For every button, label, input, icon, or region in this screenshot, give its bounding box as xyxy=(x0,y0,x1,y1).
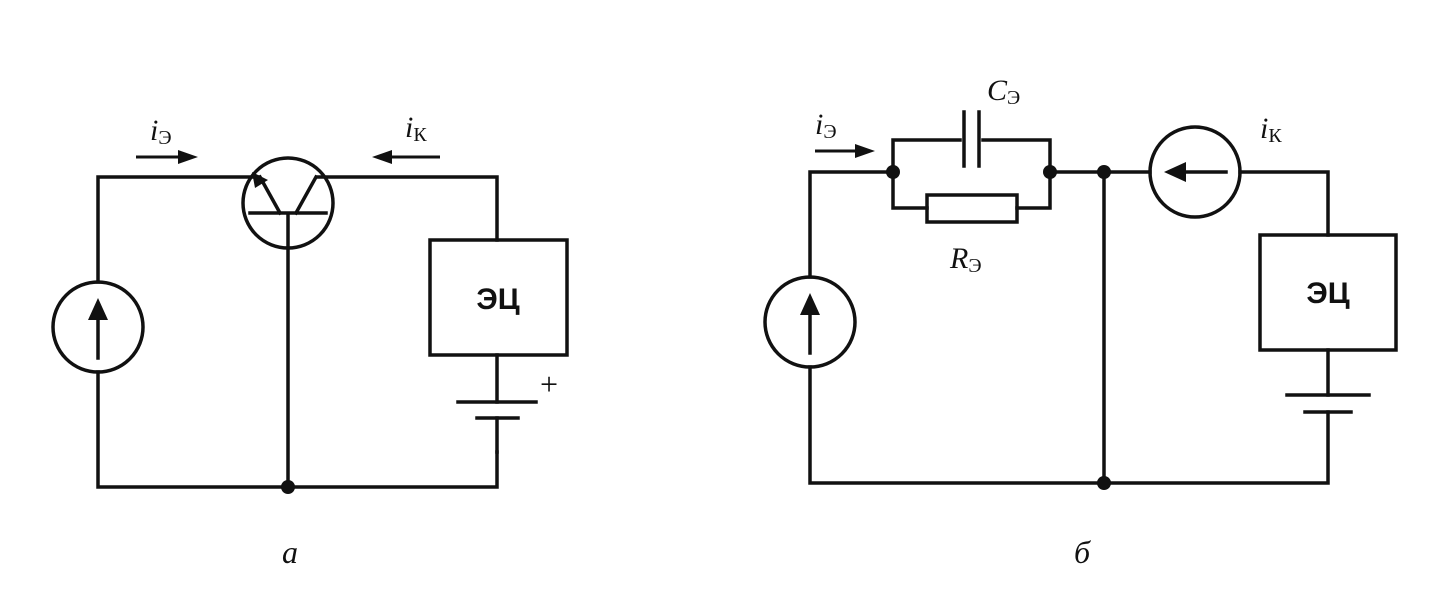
junction-a-bottom xyxy=(281,480,295,494)
wire-a-right-top xyxy=(316,175,499,242)
collector-lead xyxy=(293,174,319,216)
emitter-current-label-a: iЭ xyxy=(150,114,172,149)
wire-a-left-bottom xyxy=(96,370,499,489)
ec-block-b: ЭЦ xyxy=(1258,233,1398,352)
circuit-a: ЭЦ + iЭ iК а xyxy=(51,111,569,570)
battery-b xyxy=(1285,393,1371,414)
collector-current-label-b: iК xyxy=(1260,112,1282,147)
wire-b-left xyxy=(808,170,895,279)
wire-a-left xyxy=(96,175,260,284)
battery-plus-label: + xyxy=(540,366,558,402)
resistor-label: RЭ xyxy=(949,242,982,277)
current-source-a xyxy=(51,280,145,374)
junction-b-top xyxy=(1097,165,1111,179)
junction-b-rc-left xyxy=(886,165,900,179)
caption-b: б xyxy=(1074,534,1091,570)
caption-a: а xyxy=(282,534,298,570)
circuit-b: ЭЦ iЭ iК CЭ RЭ б xyxy=(763,74,1398,570)
emitter-current-arrow-b xyxy=(815,144,875,158)
collector-current-label-a: iК xyxy=(405,111,427,146)
wire-b-left-bottom xyxy=(808,365,1330,485)
current-source-b-emitter xyxy=(763,275,857,369)
battery-a xyxy=(456,400,538,454)
wire-b-right-top xyxy=(1238,170,1330,237)
wire-b-rc-parallel xyxy=(891,138,1052,210)
junction-b-bottom xyxy=(1097,476,1111,490)
transistor-symbol xyxy=(241,156,335,250)
ec-block-a: ЭЦ xyxy=(428,238,569,357)
emitter-lead xyxy=(257,174,283,216)
svg-text:ЭЦ: ЭЦ xyxy=(1306,277,1349,310)
current-source-b-collector xyxy=(1148,125,1242,219)
emitter-current-arrow-a xyxy=(136,150,198,164)
junction-b-rc-right xyxy=(1043,165,1057,179)
capacitor-label: CЭ xyxy=(987,74,1020,109)
collector-current-arrow-a xyxy=(372,150,440,164)
resistor-re xyxy=(925,193,1019,224)
capacitor-ce xyxy=(962,110,981,168)
emitter-arrow-icon xyxy=(252,172,268,188)
emitter-current-label-b: iЭ xyxy=(815,108,837,143)
svg-text:ЭЦ: ЭЦ xyxy=(476,283,519,316)
